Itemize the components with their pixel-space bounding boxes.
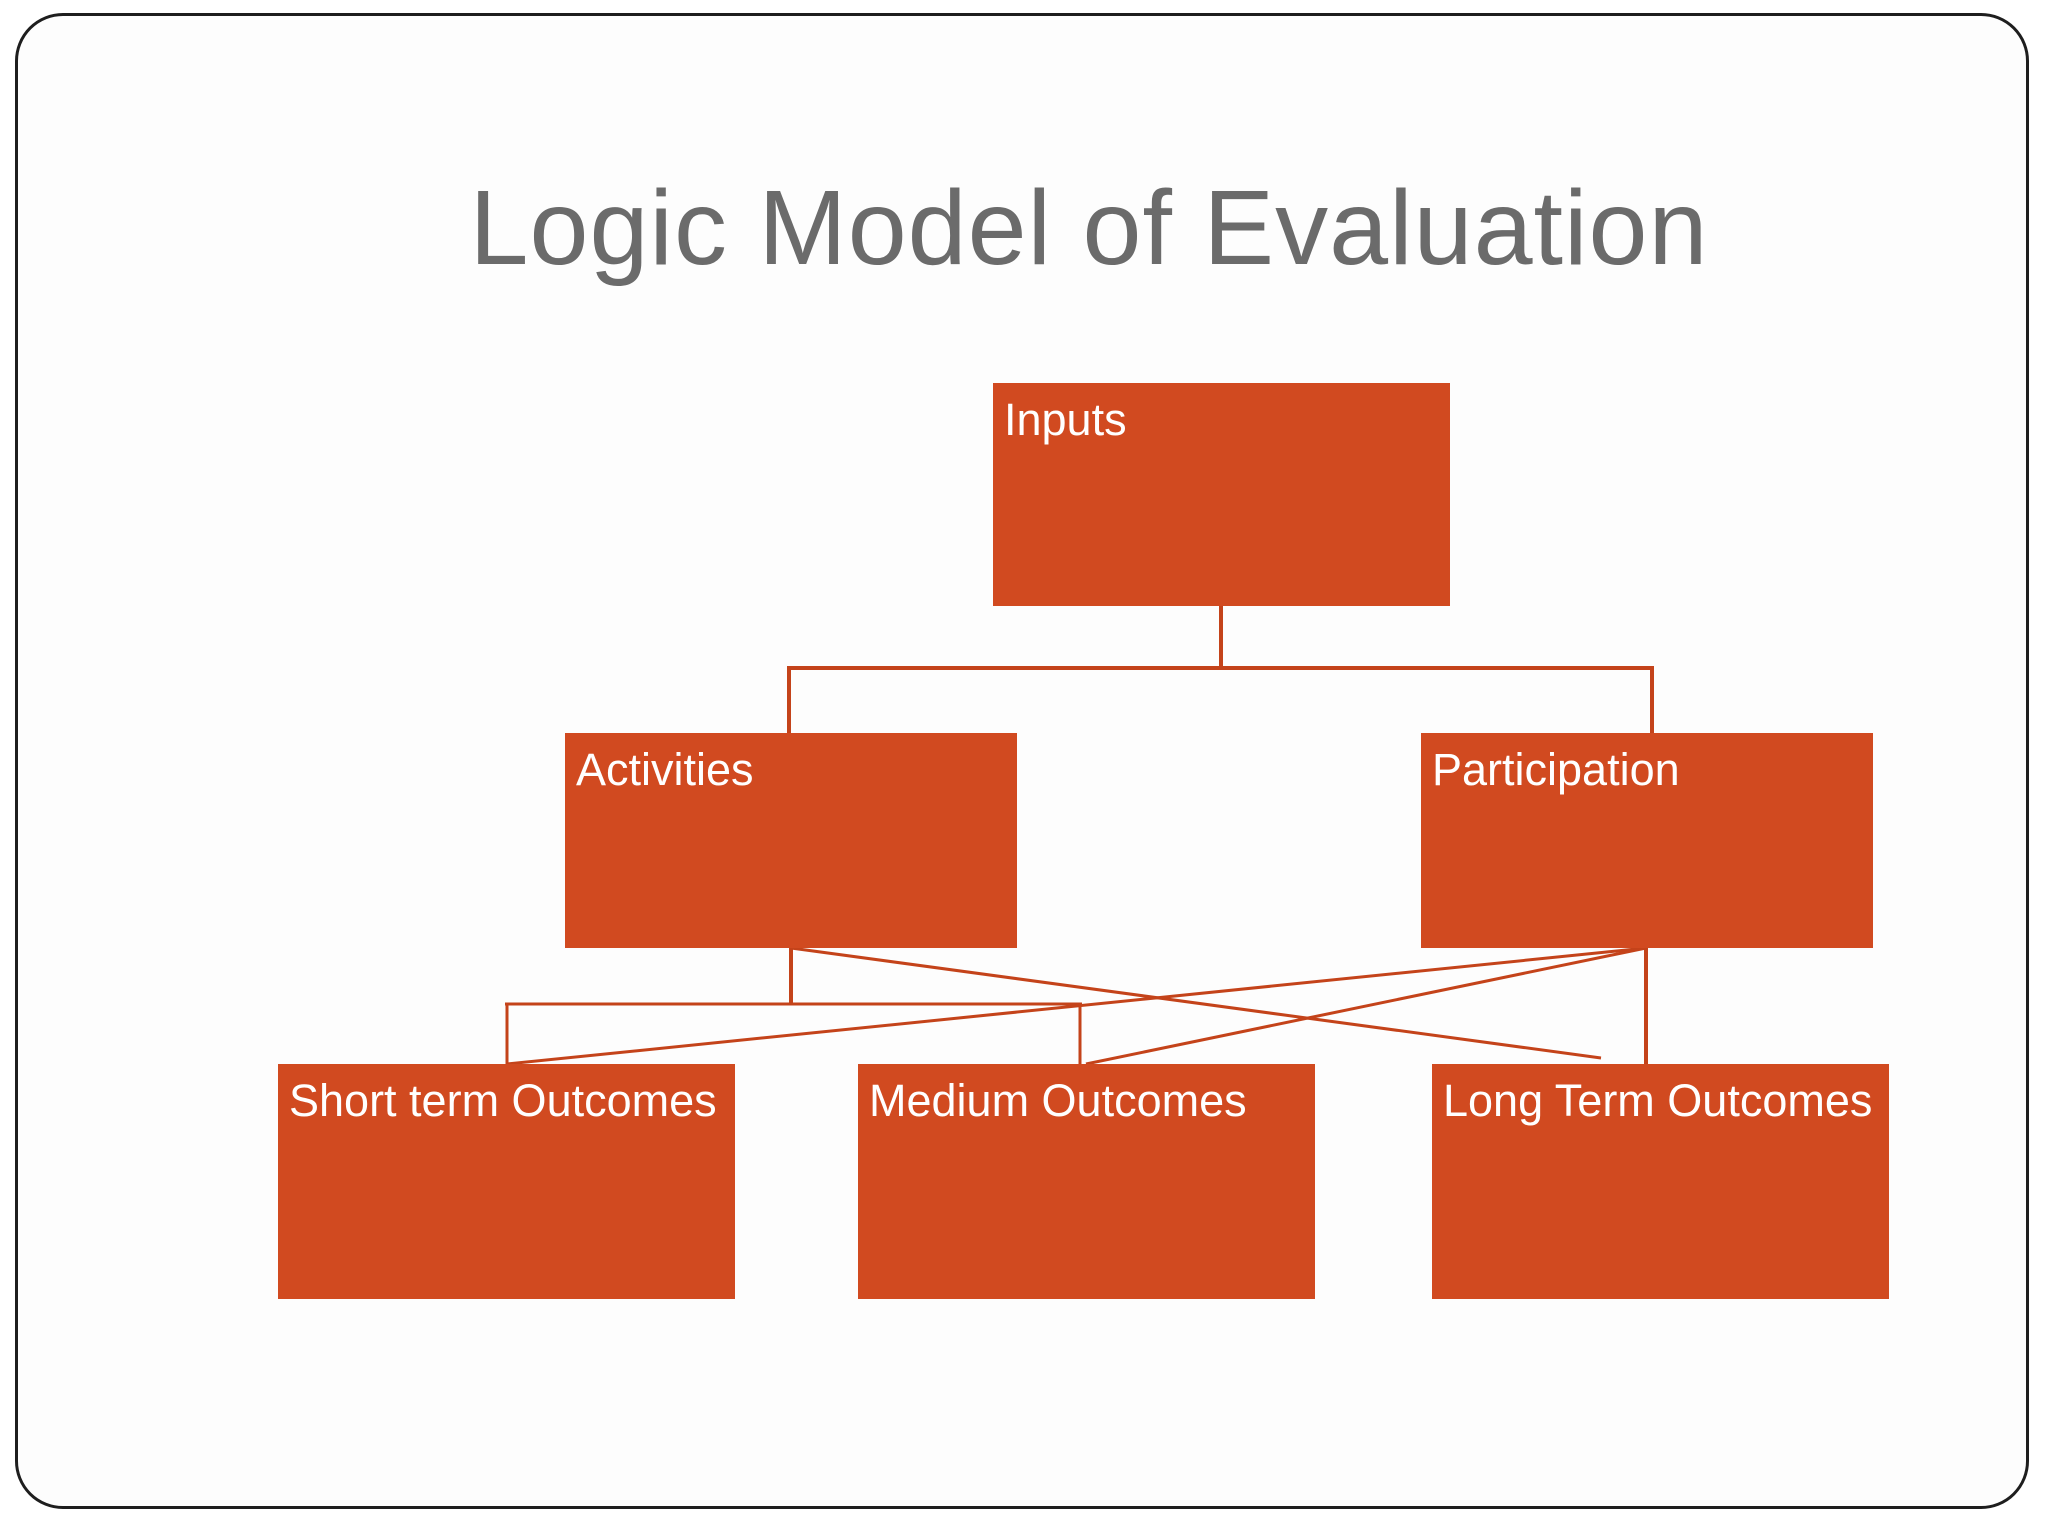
node-participation-label: Participation: [1432, 744, 1680, 795]
node-short-term-outcomes-label: Short term Outcomes: [289, 1075, 717, 1126]
node-activities-label: Activities: [576, 744, 754, 795]
node-medium-outcomes-label: Medium Outcomes: [869, 1075, 1247, 1126]
node-activities: Activities: [565, 733, 1017, 948]
slide-title: Logic Model of Evaluation: [469, 169, 1709, 287]
node-medium-outcomes: Medium Outcomes: [858, 1064, 1315, 1299]
node-long-term-outcomes: Long Term Outcomes: [1432, 1064, 1889, 1299]
node-inputs: Inputs: [993, 383, 1450, 606]
node-participation: Participation: [1421, 733, 1873, 948]
node-short-term-outcomes: Short term Outcomes: [278, 1064, 735, 1299]
node-long-term-outcomes-label: Long Term Outcomes: [1443, 1075, 1873, 1126]
node-inputs-label: Inputs: [1004, 394, 1127, 445]
